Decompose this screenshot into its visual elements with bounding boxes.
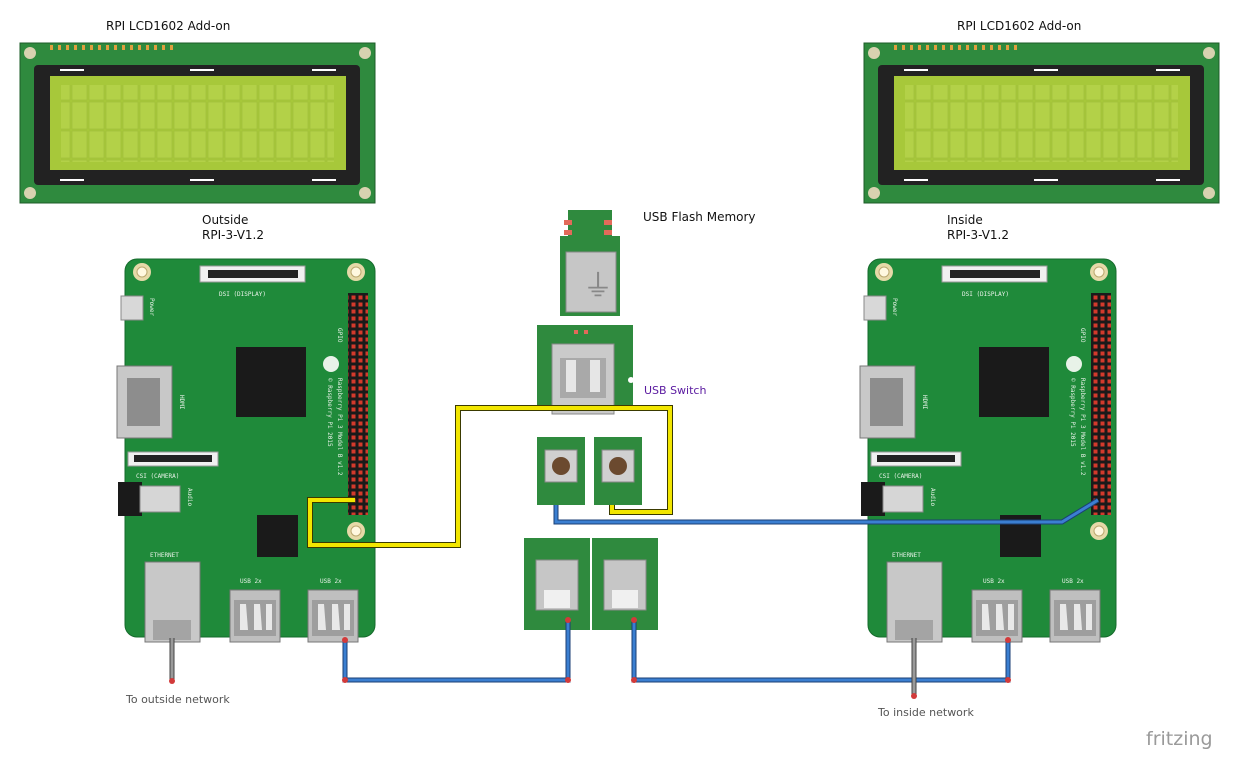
wire-yellow <box>308 406 672 547</box>
usb1-label: USB 2x <box>240 578 262 585</box>
wire-blue-button <box>554 498 1099 524</box>
usb-switch <box>524 325 658 630</box>
rpi-right-model: RPI-3-V1.2 <box>947 228 1009 242</box>
board-brand-right: Raspberry Pi 3 Model B v1.2 <box>1079 378 1086 476</box>
wire-endpoints <box>169 617 1011 699</box>
lcd-module-right <box>863 42 1220 204</box>
net-right-label: To inside network <box>877 706 974 719</box>
usb-switch-label: USB Switch <box>644 384 706 397</box>
wire-blue-usb-right <box>632 620 1010 682</box>
lcd-module-left <box>19 42 376 204</box>
hdmi-label-right: HDMI <box>921 395 928 410</box>
power-label-right: Power <box>891 298 898 316</box>
usb1-label-right: USB 2x <box>983 578 1005 585</box>
rpi-board-left: DSI (DISPLAY) Power HDMI CSI (CAMERA) Au… <box>116 258 376 643</box>
board-copyright: © Raspberry Pi 2015 <box>326 378 333 447</box>
dsi-label: DSI (DISPLAY) <box>219 291 266 298</box>
gpio-header-right <box>1091 293 1111 515</box>
rpi-left-model: RPI-3-V1.2 <box>202 228 264 242</box>
usb2-label-right: USB 2x <box>1062 578 1084 585</box>
board-copyright-right: © Raspberry Pi 2015 <box>1069 378 1076 447</box>
ethernet-label: ETHERNET <box>150 552 179 559</box>
usb2-label: USB 2x <box>320 578 342 585</box>
rpi-board-right: DSI (DISPLAY) Power HDMI CSI (CAMERA) Au… <box>859 258 1117 643</box>
audio-label: Audio <box>186 488 193 506</box>
rpi-right-name: Inside <box>947 213 983 227</box>
usb-flash-label: USB Flash Memory <box>643 210 756 224</box>
dsi-label-right: DSI (DISPLAY) <box>962 291 1009 298</box>
gpio-header-left <box>348 293 368 515</box>
gpio-label: GPIO <box>336 328 343 343</box>
csi-label-right: CSI (CAMERA) <box>879 473 922 480</box>
fritzing-brand: fritzing <box>1146 728 1213 750</box>
lcd-left-label: RPI LCD1602 Add-on <box>106 19 230 33</box>
audio-label-right: Audio <box>929 488 936 506</box>
rpi-left-name: Outside <box>202 213 248 227</box>
board-brand: Raspberry Pi 3 Model B v1.2 <box>336 378 343 476</box>
gpio-label-right: GPIO <box>1079 328 1086 343</box>
power-label: Power <box>148 298 155 316</box>
usb-symbol-icon: ⏚ <box>583 269 613 304</box>
usb-flash-memory: ⏚ <box>560 210 620 316</box>
csi-label: CSI (CAMERA) <box>136 473 179 480</box>
ethernet-label-right: ETHERNET <box>892 552 921 559</box>
lcd-right-label: RPI LCD1602 Add-on <box>957 19 1081 33</box>
net-left-label: To outside network <box>125 693 230 706</box>
hdmi-label: HDMI <box>178 395 185 410</box>
wire-blue-usb-left <box>343 620 570 682</box>
